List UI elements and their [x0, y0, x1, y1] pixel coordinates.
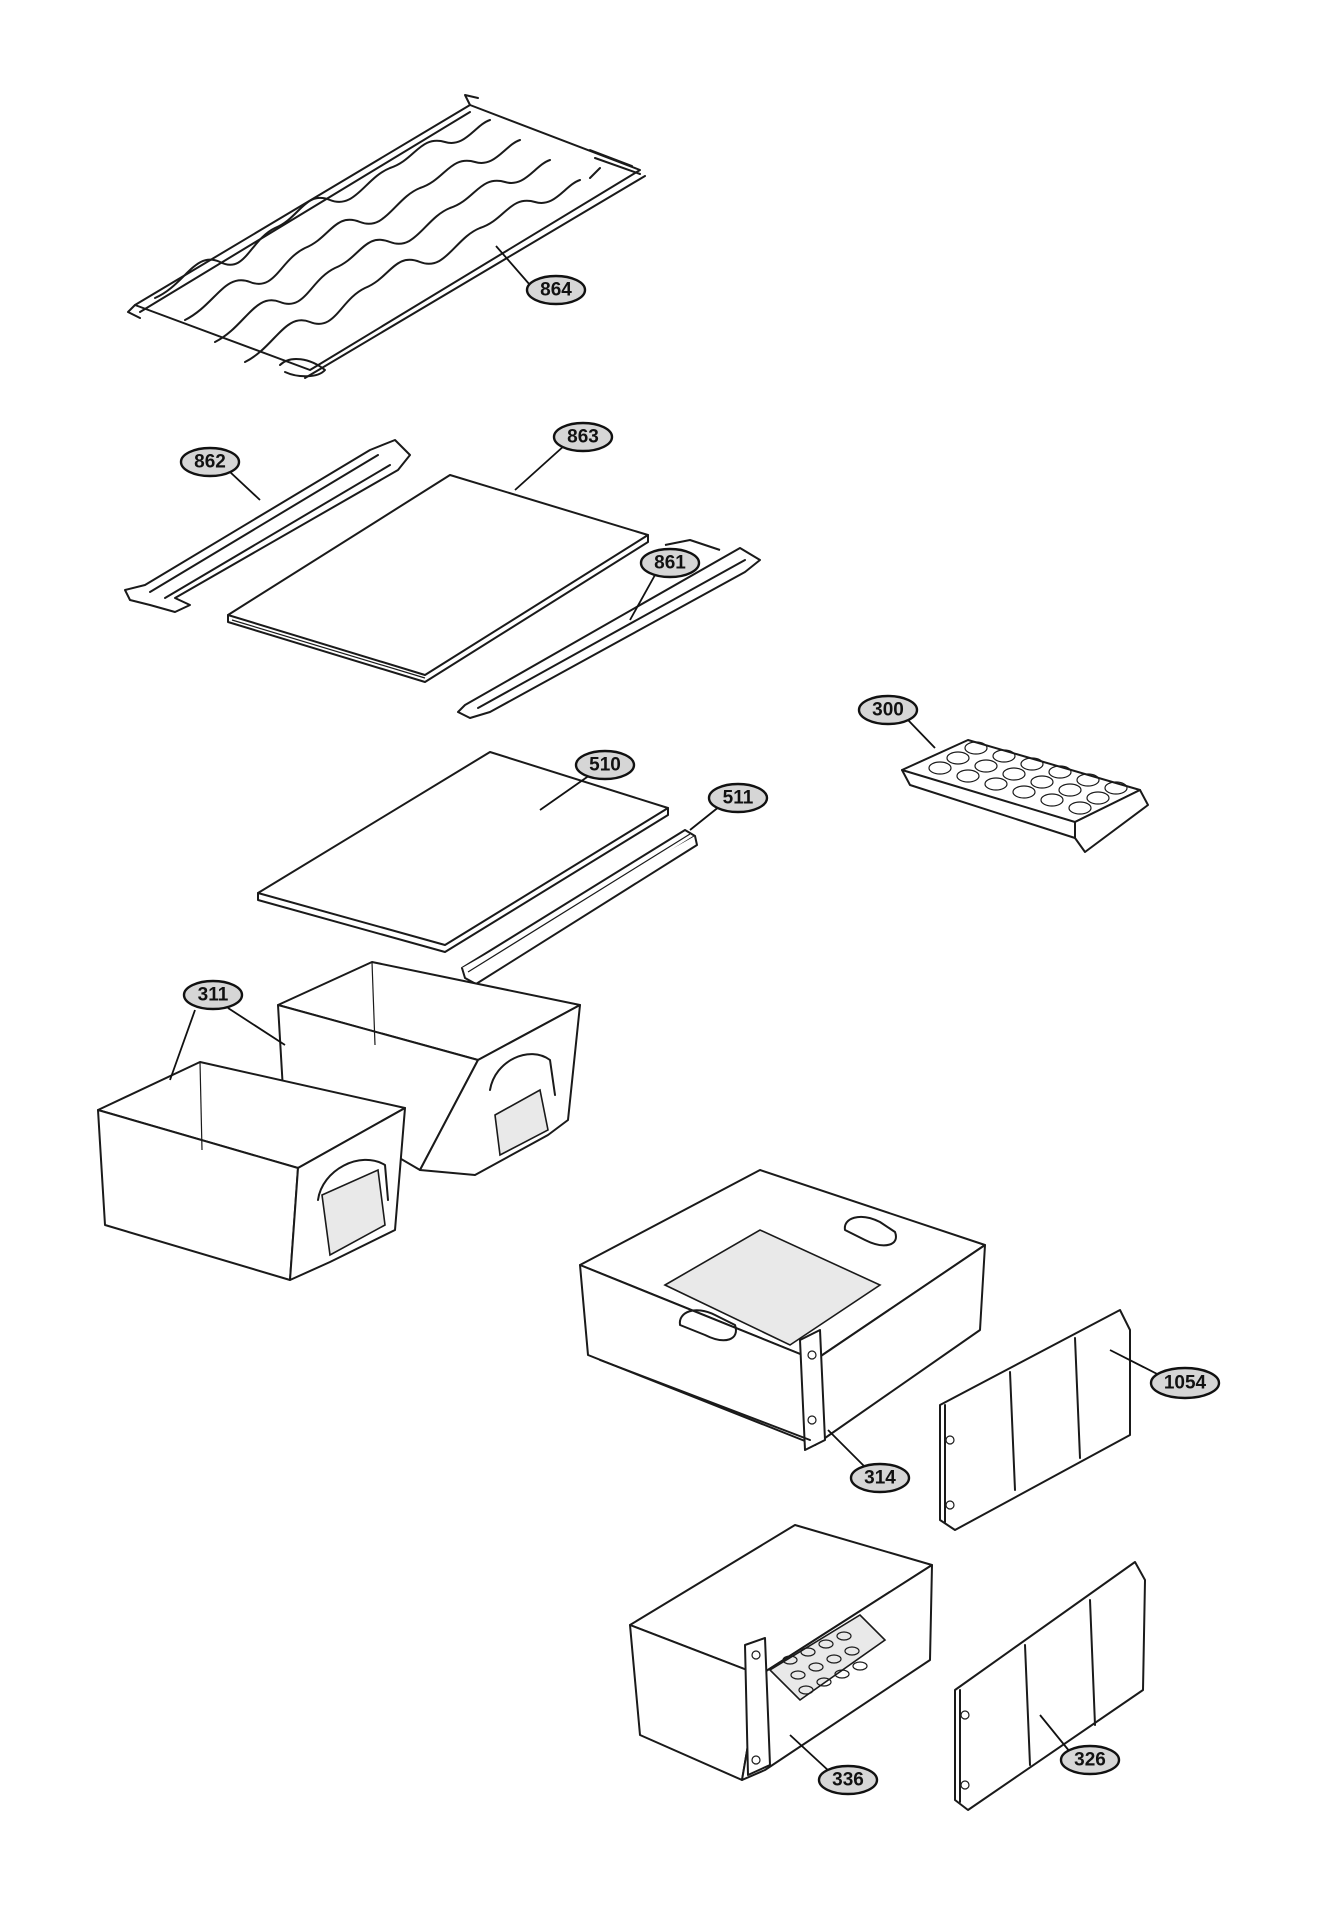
- front-shelf-trim-part: [124, 439, 411, 613]
- callout-511: 511: [707, 782, 769, 814]
- callout-863: 863: [552, 421, 614, 453]
- door-bin-front-part: [97, 1061, 406, 1281]
- svg-text:864: 864: [540, 280, 572, 301]
- svg-text:510: 510: [589, 755, 621, 776]
- svg-text:326: 326: [1074, 1750, 1106, 1771]
- svg-text:336: 336: [832, 1770, 864, 1791]
- lower-drawer-part: [629, 1524, 933, 1781]
- svg-text:861: 861: [654, 553, 686, 574]
- upper-drawer-front-part: [939, 1309, 1131, 1531]
- glass-shelf-part: [227, 474, 649, 683]
- callout-311: 311: [182, 979, 244, 1011]
- svg-text:311: 311: [198, 985, 229, 1006]
- door-bin-rear-part: [277, 961, 581, 1176]
- callout-861: 861: [639, 547, 701, 579]
- egg-tray-part: [901, 739, 1149, 853]
- svg-text:863: 863: [567, 427, 599, 448]
- svg-text:862: 862: [194, 452, 226, 473]
- wine-rack-part: [127, 94, 646, 379]
- svg-text:314: 314: [864, 1468, 896, 1489]
- callout-1054: 1054: [1149, 1366, 1221, 1400]
- lower-drawer-front-part: [954, 1561, 1146, 1811]
- crisper-cover-glass-part: [257, 751, 669, 953]
- upper-drawer-part: [579, 1169, 986, 1451]
- callout-864: 864: [525, 274, 587, 306]
- svg-text:511: 511: [723, 788, 754, 809]
- callout-314: 314: [849, 1462, 911, 1494]
- svg-text:300: 300: [872, 700, 904, 721]
- callout-862: 862: [179, 446, 241, 478]
- callout-300: 300: [857, 694, 919, 726]
- callout-336: 336: [817, 1764, 879, 1796]
- callout-510: 510: [574, 749, 636, 781]
- rear-shelf-trim-part: [457, 539, 761, 719]
- svg-text:1054: 1054: [1164, 1373, 1207, 1394]
- callout-326: 326: [1059, 1744, 1121, 1776]
